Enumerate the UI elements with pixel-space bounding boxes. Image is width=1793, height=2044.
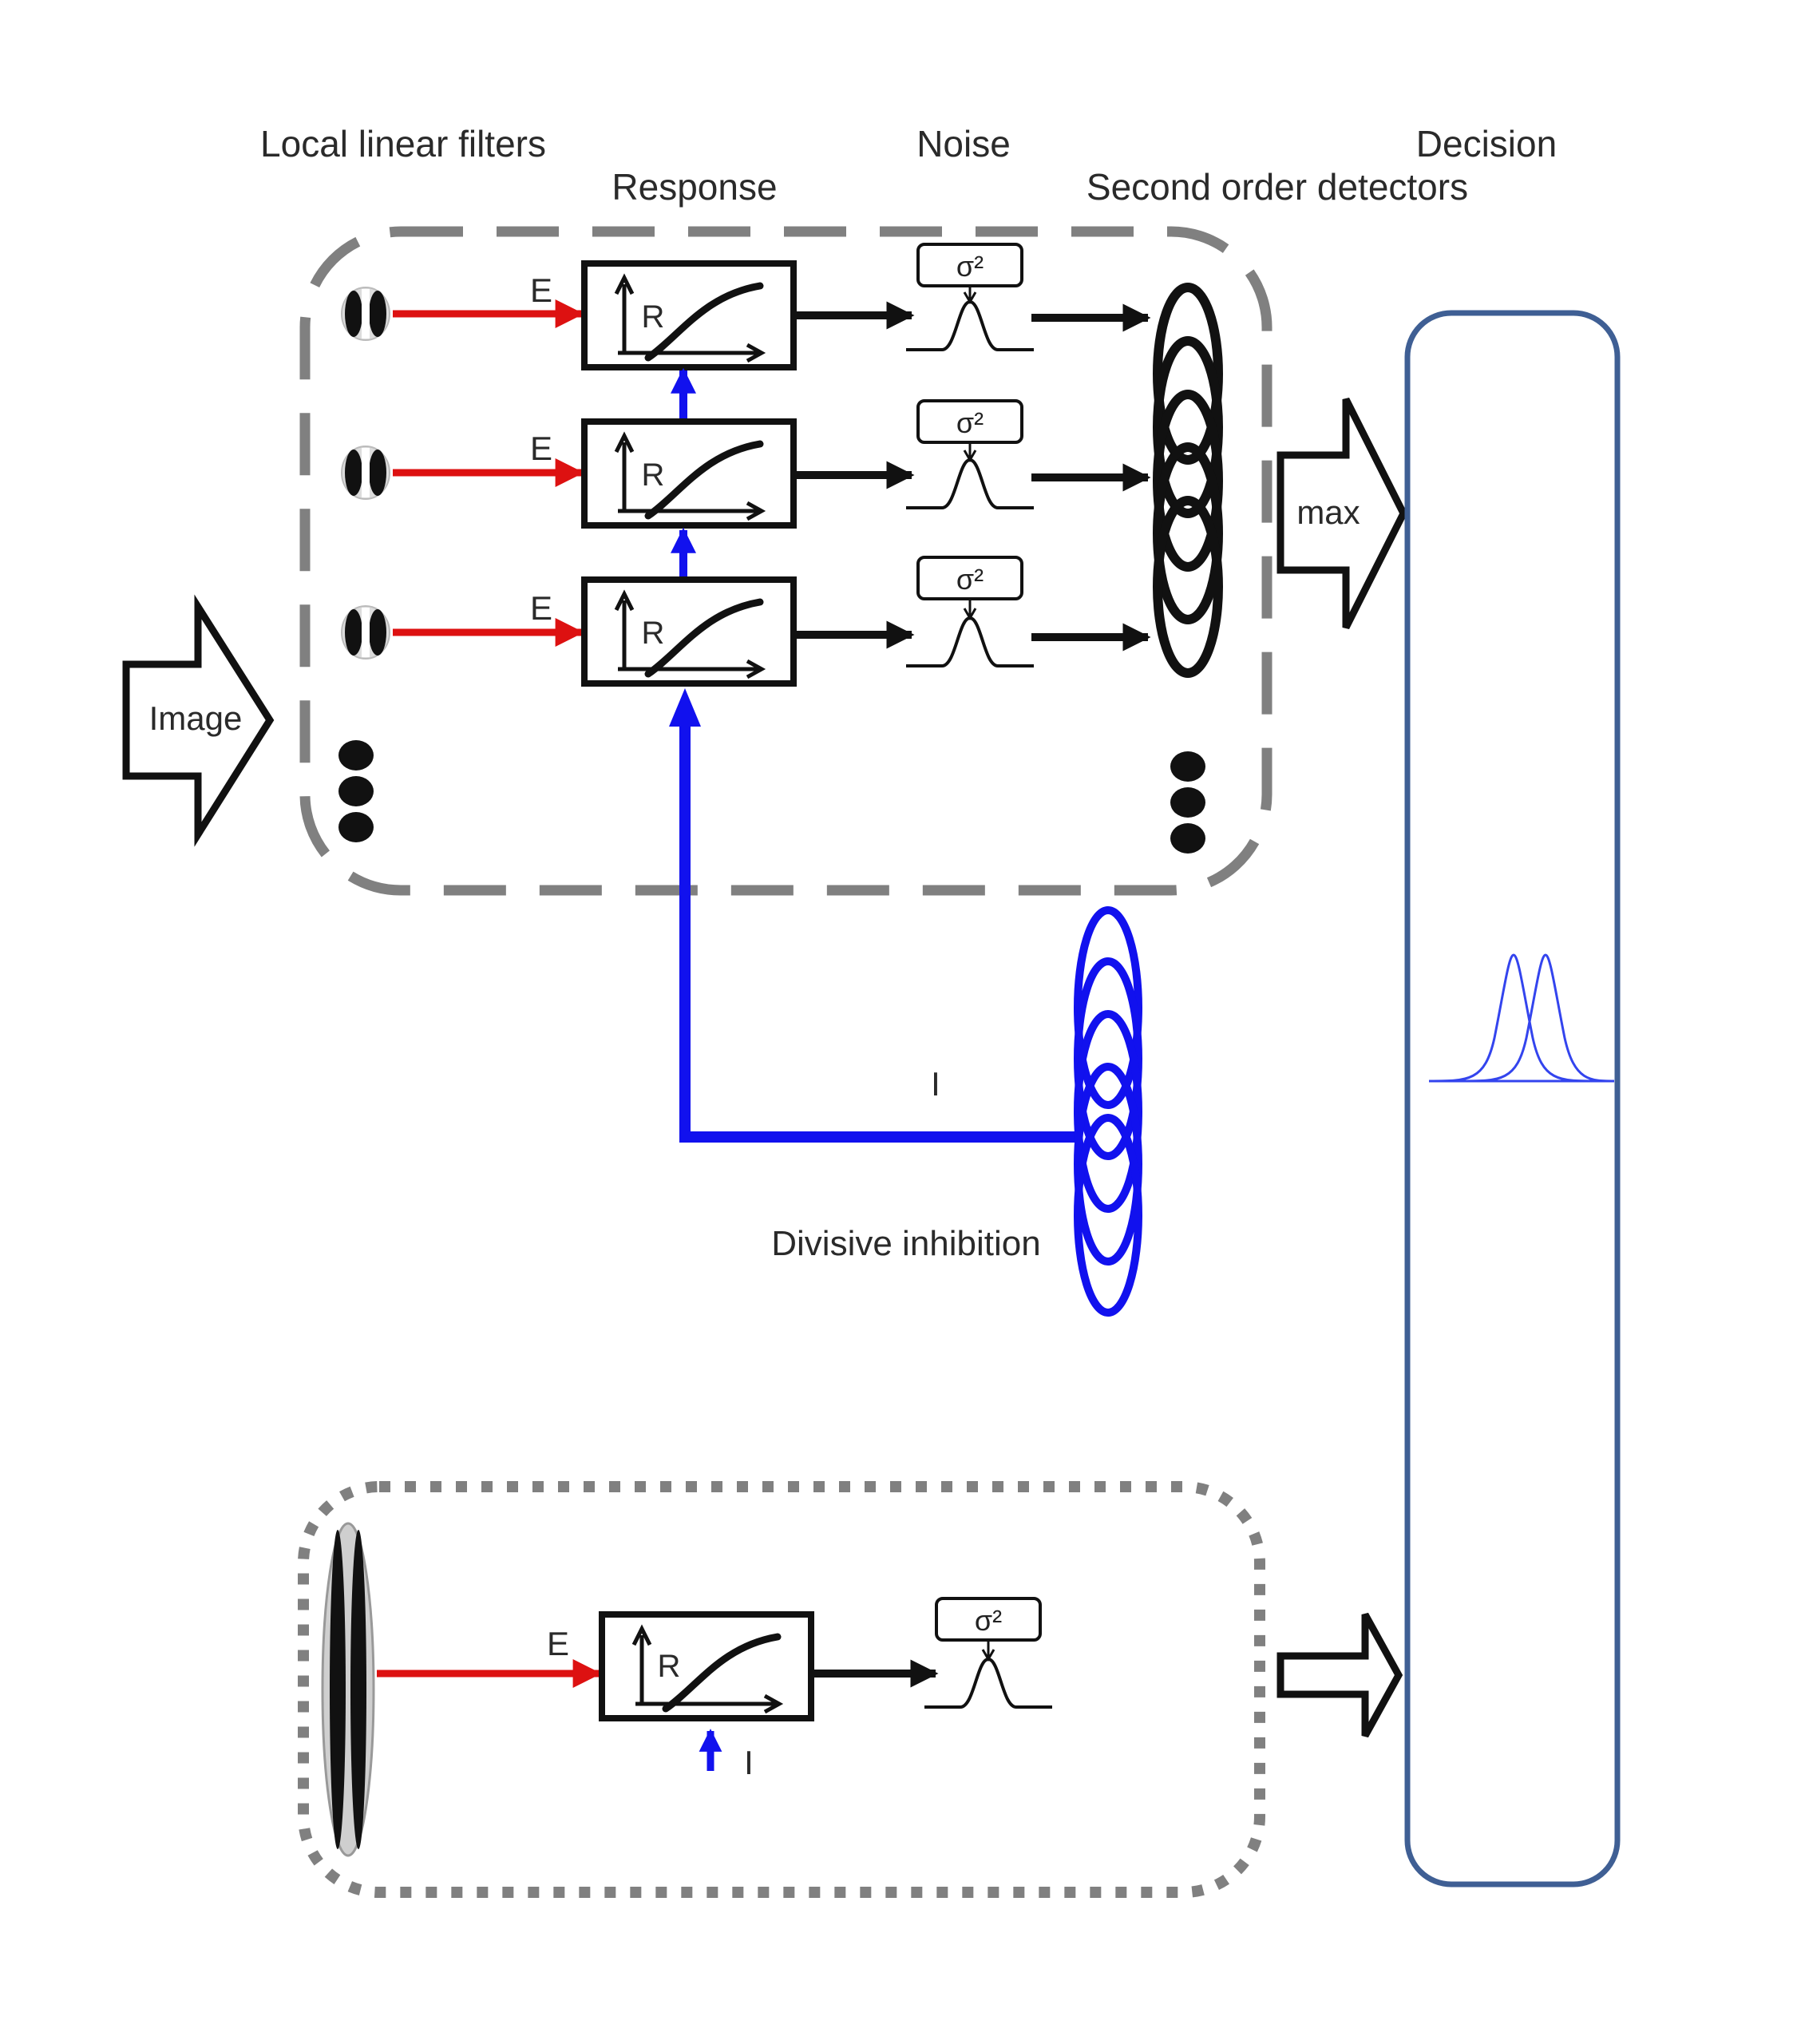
image-label: Image bbox=[149, 699, 243, 737]
second-order-detectors-label: Second order detectors bbox=[1086, 166, 1468, 208]
second-order-group-border bbox=[298, 1481, 1265, 1898]
overlapping-gaussians-icon bbox=[1428, 953, 1615, 1083]
sigmoid-response-icon bbox=[584, 422, 794, 525]
sigmoid-response-icon bbox=[584, 263, 794, 367]
noise-label: Noise bbox=[916, 123, 1011, 164]
excitation-label: E bbox=[530, 589, 552, 627]
response-axis-label: R bbox=[642, 299, 665, 335]
gabor-filter-icon bbox=[341, 446, 390, 500]
response-label: Response bbox=[612, 166, 777, 208]
gaussian-noise-icon bbox=[923, 1638, 1054, 1709]
response-axis-label: R bbox=[658, 1649, 681, 1684]
gaussian-noise-icon bbox=[904, 438, 1035, 509]
inhibition-label: I bbox=[744, 1744, 754, 1781]
noise-variance-label: σ² bbox=[956, 406, 984, 439]
first-order-group-border bbox=[299, 226, 1273, 896]
excitation-label: E bbox=[530, 271, 552, 309]
output-arrow-bottom bbox=[1276, 1612, 1403, 1738]
inhibition-label: I bbox=[931, 1065, 940, 1103]
sigmoid-response-icon bbox=[602, 1614, 811, 1718]
image-input-arrow: Image bbox=[122, 594, 275, 847]
noise-variance-label: σ² bbox=[975, 1604, 1002, 1637]
decision-label: Decision bbox=[1416, 123, 1557, 164]
filter-row-3: E R σ² bbox=[341, 556, 1151, 683]
response-axis-label: R bbox=[642, 616, 665, 651]
gabor-filter-icon bbox=[341, 605, 390, 660]
blue-ellipse-stack-icon bbox=[1074, 906, 1142, 1317]
max-arrow: max bbox=[1276, 397, 1408, 630]
max-label: max bbox=[1296, 493, 1360, 531]
decision-box bbox=[1404, 310, 1621, 1888]
divisive-inhibition-path bbox=[669, 688, 1078, 1143]
elongated-filter-icon bbox=[321, 1522, 375, 1857]
second-order-detector-stack bbox=[1153, 283, 1223, 678]
excitation-label: E bbox=[530, 430, 552, 467]
divisive-inhibition-label: Divisive inhibition bbox=[771, 1224, 1040, 1263]
gaussian-noise-icon bbox=[904, 280, 1035, 351]
response-axis-label: R bbox=[642, 458, 665, 493]
noise-variance-label: σ² bbox=[956, 563, 984, 596]
excitation-label: E bbox=[547, 1625, 569, 1662]
noise-variance-label: σ² bbox=[956, 250, 984, 283]
filter-row-1: E R σ² bbox=[341, 243, 1151, 367]
more-detectors-dots bbox=[1170, 751, 1205, 854]
gaussian-noise-icon bbox=[904, 596, 1035, 667]
filter-row-2: E R σ² bbox=[341, 399, 1151, 525]
more-filters-dots bbox=[338, 740, 374, 842]
sigmoid-response-icon bbox=[584, 580, 794, 683]
gabor-filter-icon bbox=[341, 287, 390, 341]
local-linear-filters-label: Local linear filters bbox=[260, 123, 546, 164]
